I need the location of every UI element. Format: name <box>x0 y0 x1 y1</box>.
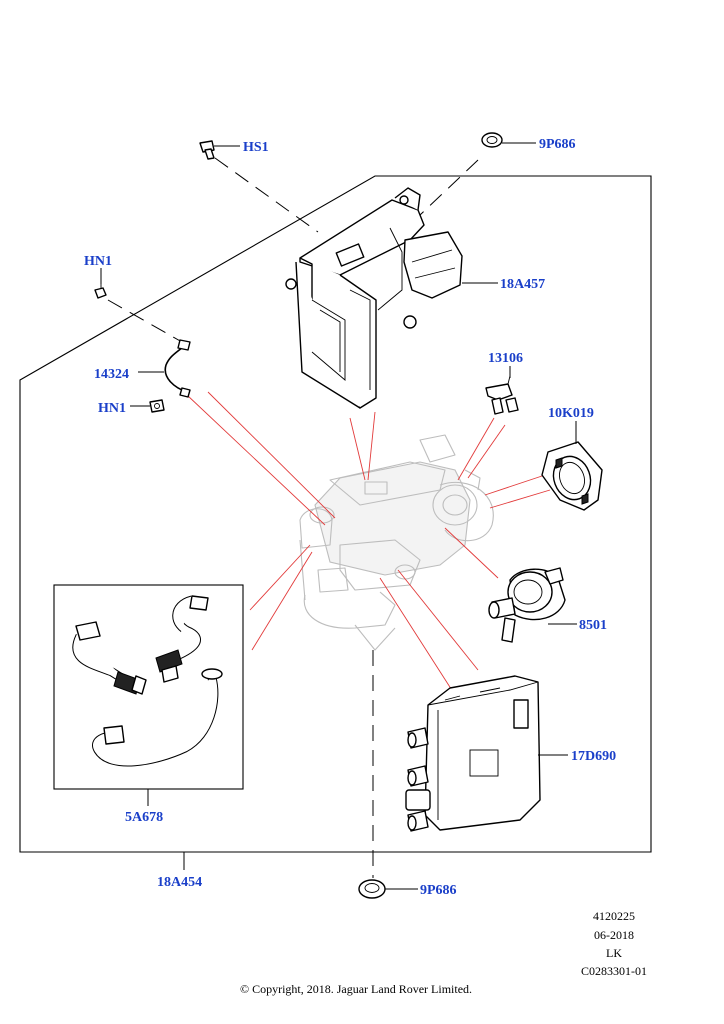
harness-14324 <box>164 339 191 398</box>
callout-14324: 14324 <box>94 367 129 382</box>
callout-5a678: 5A678 <box>125 810 163 825</box>
hoses-5a678 <box>72 595 223 767</box>
callout-hn1-mid: HN1 <box>98 401 126 416</box>
red-leader-lines <box>186 391 551 696</box>
grommet-top-icon <box>481 132 503 148</box>
ghost-assembly <box>299 434 494 651</box>
illustration-initials: LK <box>606 946 622 960</box>
bracket-10k019 <box>541 441 603 511</box>
illustration-date: 06-2018 <box>594 928 634 942</box>
hn1-mid-nut-icon <box>149 399 165 413</box>
hs1-dash-line <box>214 157 319 233</box>
grommet-bottom-icon <box>358 879 386 899</box>
module-17d690 <box>405 675 541 832</box>
callout-13106: 13106 <box>488 351 523 366</box>
9p686-top-dash-line <box>419 159 479 216</box>
callout-9p686-top: 9P686 <box>539 137 576 152</box>
callout-18a454: 18A454 <box>157 875 202 890</box>
callout-8501: 8501 <box>579 618 607 633</box>
callout-hn1-top: HN1 <box>84 254 112 269</box>
hn1-top-nut-icon <box>94 282 107 299</box>
illustration-number: 4120225 <box>593 909 635 923</box>
callout-18a457: 18A457 <box>500 277 545 292</box>
pump-8501 <box>488 567 566 643</box>
illustration-reference: C0283301-01 <box>581 964 647 978</box>
callout-17d690: 17D690 <box>571 749 616 764</box>
callout-9p686-bottom: 9P686 <box>420 883 457 898</box>
assembly-frame <box>19 175 652 853</box>
bracket-18a457 <box>285 187 463 409</box>
callout-10k019: 10K019 <box>548 406 594 421</box>
callout-hs1: HS1 <box>243 140 269 155</box>
copyright-notice: © Copyright, 2018. Jaguar Land Rover Lim… <box>240 982 472 996</box>
sensor-13106 <box>485 375 519 415</box>
hn1-top-dash-line <box>107 299 183 343</box>
hs1-screw-icon <box>199 140 215 160</box>
